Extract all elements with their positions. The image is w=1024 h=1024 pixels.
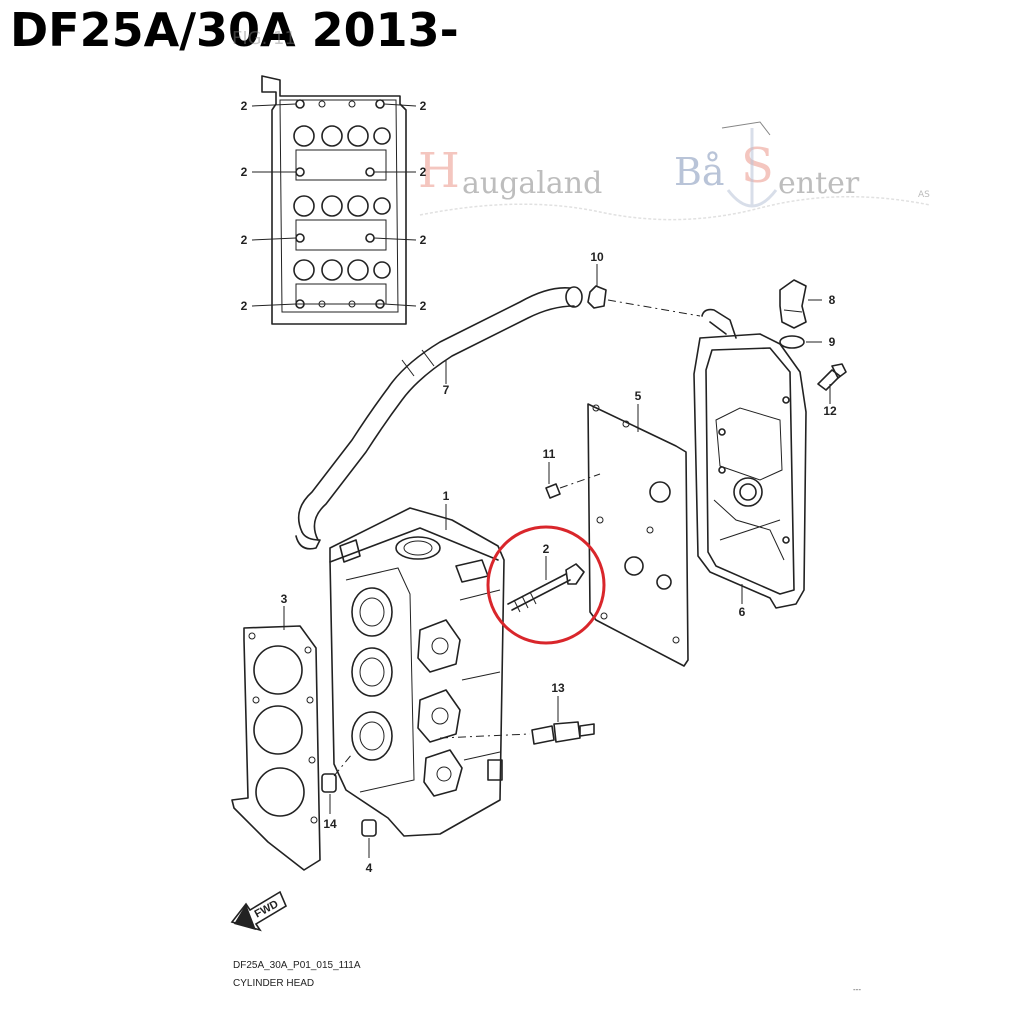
- part-8-oil-filler-cap: [779, 279, 822, 329]
- highlight-circle: [486, 525, 606, 645]
- diagram-caption: CYLINDER HEAD: [233, 978, 315, 989]
- part-11-bolt: [545, 462, 601, 499]
- callout-1: 1: [443, 489, 450, 503]
- inset-callout-2: 2: [241, 233, 248, 247]
- callout-8: 8: [829, 293, 836, 307]
- inset-callout-2: 2: [241, 165, 248, 179]
- inset-callout-2: 2: [241, 299, 248, 313]
- part-6-cylinder-head-cover: [693, 308, 807, 609]
- callout-6: 6: [739, 605, 746, 619]
- part-14-dowel-pin: [321, 753, 353, 814]
- figure-ghost-label: FIG. 11: [232, 28, 296, 49]
- part-2-head-bolt: [486, 525, 606, 645]
- part-10-hose-clip: [587, 264, 701, 317]
- part-12-cover-bolt: [817, 363, 847, 404]
- watermark-suffix: AS: [918, 190, 930, 200]
- fwd-direction-arrow: FWD: [230, 890, 288, 932]
- callout-12: 12: [823, 404, 837, 418]
- inset-callout-2: 2: [420, 233, 427, 247]
- diagram-code: DF25A_30A_P01_015_111A: [233, 960, 361, 971]
- part-13-spark-plug: [531, 696, 595, 745]
- part-7-breather-hose: [295, 286, 583, 550]
- inset-port-row-3: [293, 259, 391, 305]
- callout-10: 10: [590, 250, 604, 264]
- callout-13: 13: [551, 681, 565, 695]
- part-4-dowel-pin: [361, 819, 377, 858]
- corner-mark: ---: [853, 985, 861, 994]
- watermark-s: S: [741, 138, 774, 194]
- callout-7: 7: [443, 383, 450, 397]
- inset-callout-2: 2: [420, 299, 427, 313]
- watermark-anchor-icon: [419, 121, 931, 221]
- callout-9: 9: [829, 335, 836, 349]
- callout-2: 2: [543, 542, 550, 556]
- watermark-word2: enter: [778, 166, 860, 201]
- inset-callout-2: 2: [420, 99, 427, 113]
- inset-leaders: [251, 103, 417, 307]
- callout-14: 14: [323, 817, 337, 831]
- inset-port-row-2: [293, 195, 391, 251]
- callout-5: 5: [635, 389, 642, 403]
- inset-callout-2: 2: [241, 99, 248, 113]
- inset-port-row-1: [293, 125, 391, 181]
- part-9-o-ring: [779, 335, 822, 349]
- callout-3: 3: [281, 592, 288, 606]
- watermark-ba: Bå: [674, 150, 725, 194]
- inset-head-bolt-layout: 2 2 2 2 2 2 2 2: [241, 75, 427, 325]
- inset-callout-2: 2: [420, 165, 427, 179]
- part-3-head-gasket: [231, 606, 321, 871]
- callout-11: 11: [543, 447, 556, 461]
- watermark-word1: augaland: [462, 166, 603, 201]
- watermark-h: H: [418, 143, 460, 199]
- page-title: DF25A/30A 2013-: [10, 3, 459, 57]
- part-5-cover-gasket: [587, 403, 689, 667]
- callout-4: 4: [366, 861, 373, 875]
- part-1-cylinder-head: [329, 504, 531, 837]
